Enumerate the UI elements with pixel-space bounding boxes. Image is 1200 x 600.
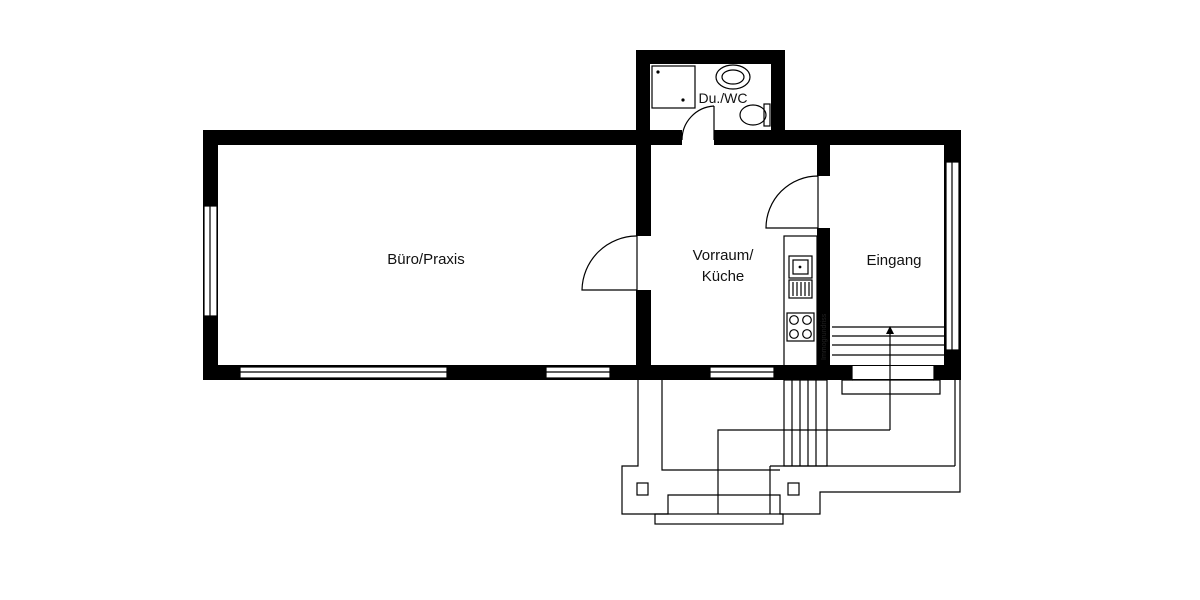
kitchen-counter [783, 235, 818, 367]
door-swings [581, 105, 819, 291]
pillar-icon [636, 482, 649, 496]
washbasin-icon [715, 64, 751, 90]
shower-tray-icon [651, 65, 696, 109]
stove-icon [786, 312, 815, 342]
room-label-office: Büro/Praxis [387, 251, 465, 268]
drainboard-icon [788, 279, 813, 299]
watermark: Immogrundriss [821, 313, 828, 360]
pillar-icon [787, 482, 800, 496]
bathroom-fixtures [651, 64, 771, 127]
sink-icon [788, 255, 813, 279]
toilet-icon [739, 103, 771, 127]
room-label-anteroom-line2: Küche [702, 268, 745, 285]
room-label-bathroom: Du./WC [699, 90, 748, 106]
exterior-steps [621, 366, 961, 525]
room-label-entrance: Eingang [866, 252, 921, 269]
room-label-anteroom-line1: Vorraum/ [693, 247, 755, 264]
wall-openings [203, 128, 960, 379]
entrance-stairs [832, 326, 944, 430]
walls [203, 50, 961, 380]
